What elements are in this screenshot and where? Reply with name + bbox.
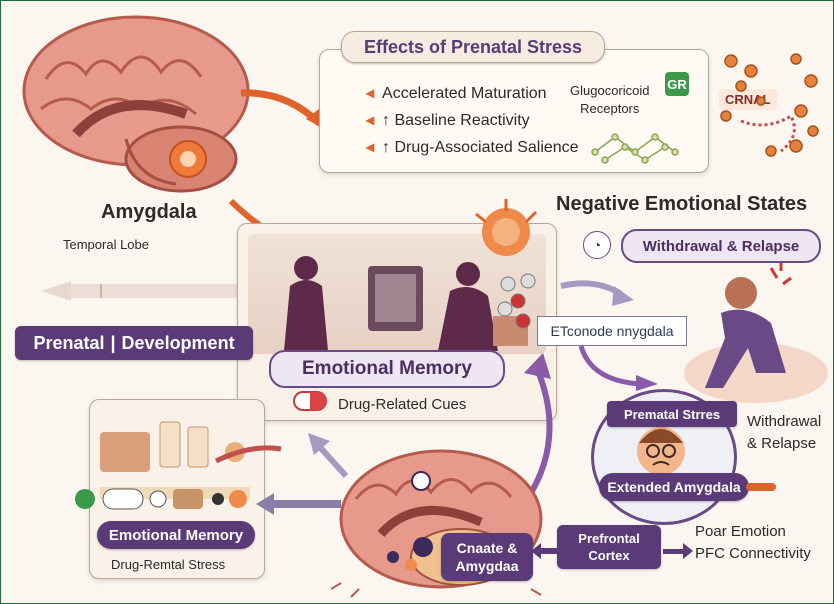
effect-item: ◂↑ Baseline Reactivity <box>366 107 579 134</box>
beads-decoration <box>701 41 826 171</box>
arrow-to-poor-text <box>661 541 693 561</box>
poor-connectivity-text: Poar Emotion PFC Connectivity <box>695 521 811 565</box>
effects-box: ◂Accelerated Maturation ◂↑ Baseline Reac… <box>319 49 709 173</box>
effect-item: ◂Accelerated Maturation <box>366 80 579 107</box>
arrow-pfc-to-amygdala <box>531 541 559 561</box>
amygdala-title: Amygdala <box>101 201 197 224</box>
tick-icon: ◂ <box>366 85 374 102</box>
drug-rental-stress-label: Drug-Remtal Stress <box>111 557 225 572</box>
gr-badge: GR <box>665 72 689 96</box>
withdrawal-relapse-text: Withdrawal & Relapse <box>747 411 821 455</box>
temporal-lobe-label: Temporal Lobe <box>63 237 149 252</box>
amygdala-pill-bottom: Cnaate & Amygdaa <box>441 533 533 581</box>
tick-icon: ◂ <box>366 112 374 129</box>
molecule-network-icon <box>590 122 680 166</box>
withdrawal-icon: ◔ <box>583 231 611 259</box>
brain-illustration-top <box>16 9 256 209</box>
tick-icon: ◂ <box>366 139 374 156</box>
prenatal-development-pill: Prenatal | Development <box>15 326 253 360</box>
effect-item: ◂↑ Drug-Associated Salience <box>366 134 579 161</box>
arrow-right-orange <box>746 477 786 497</box>
arrow-to-circle <box>576 341 666 391</box>
withdrawal-relapse-pill: Withdrawal & Relapse <box>621 229 821 263</box>
negative-states-title: Negative Emotional States <box>556 193 807 216</box>
prefrontal-cortex-pill: Prefrontal Cortex <box>557 525 661 569</box>
fire-burst-icon <box>466 194 546 264</box>
effects-title: Effects of Prenatal Stress <box>341 31 605 63</box>
effects-list: ◂Accelerated Maturation ◂↑ Baseline Reac… <box>366 80 579 161</box>
arrow-red-left <box>201 441 291 471</box>
extended-amygdala-pill: Extended Amygdala <box>599 473 749 501</box>
drug-cues-label: Drug-Related Cues <box>338 396 466 413</box>
glucocorticoid-receptors-label: Glugocoricoid Receptors <box>570 82 650 118</box>
arrow-to-left-card <box>256 489 341 519</box>
pill-capsule-icon <box>290 386 330 416</box>
pills-row-icon <box>73 479 263 519</box>
prenatal-stress-pill: Prematal Strres <box>607 401 737 427</box>
distressed-person-icon <box>681 263 831 403</box>
arrow-to-figure <box>556 266 636 316</box>
emotional-memory-pill-center: Emotional Memory <box>269 350 505 388</box>
emotional-memory-pill-left: Emotional Memory <box>97 521 255 549</box>
syringe-icon <box>41 276 241 306</box>
